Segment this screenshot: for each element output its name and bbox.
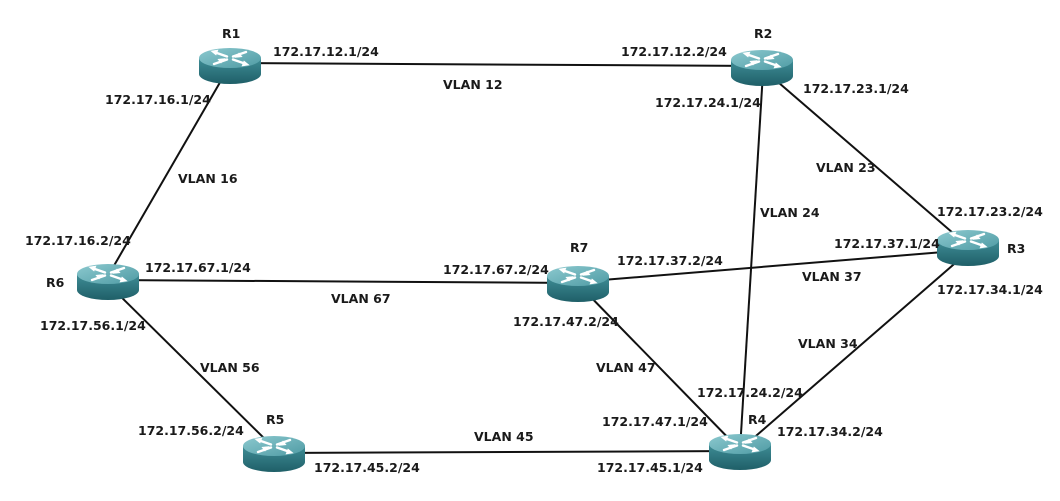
vlan-label-24: VLAN 24	[760, 205, 820, 220]
router-icon	[707, 432, 773, 472]
router-r3[interactable]	[935, 228, 1001, 268]
vlan-label-37: VLAN 37	[802, 269, 862, 284]
vlan-label-34: VLAN 34	[798, 336, 858, 351]
vlan-label-45: VLAN 45	[474, 429, 534, 444]
link-vlan34	[741, 251, 969, 449]
vlan-label-56: VLAN 56	[200, 360, 260, 375]
router-icon	[729, 48, 795, 88]
link-vlan23	[763, 69, 969, 247]
ip-label: 172.17.67.2/24	[443, 262, 549, 277]
vlan-label-47: VLAN 47	[596, 360, 656, 375]
link-vlan24	[739, 71, 764, 451]
ip-label: 172.17.16.1/24	[105, 92, 211, 107]
ip-label: 172.17.56.1/24	[40, 318, 146, 333]
ip-label: 172.17.12.2/24	[621, 44, 727, 59]
ip-label: 172.17.67.1/24	[145, 260, 251, 275]
vlan-label-67: VLAN 67	[331, 291, 391, 306]
ip-label: 172.17.37.2/24	[617, 253, 723, 268]
ip-label: 172.17.24.1/24	[655, 95, 761, 110]
ip-label: 172.17.45.1/24	[597, 460, 703, 475]
ip-label: 172.17.45.2/24	[314, 460, 420, 475]
ip-label: 172.17.37.1/24	[834, 236, 940, 251]
router-icon	[75, 262, 141, 302]
link-vlan16	[107, 71, 227, 277]
link-vlan12	[229, 62, 763, 67]
link-vlan45	[273, 450, 741, 454]
router-label-r7: R7	[570, 240, 588, 255]
router-icon	[197, 46, 263, 86]
ip-label: 172.17.16.2/24	[25, 233, 131, 248]
ip-label: 172.17.23.2/24	[937, 204, 1043, 219]
router-r4[interactable]	[707, 432, 773, 472]
router-r2[interactable]	[729, 48, 795, 88]
ip-label: 172.17.47.1/24	[602, 414, 708, 429]
router-r6[interactable]	[75, 262, 141, 302]
ip-label: 172.17.34.2/24	[777, 424, 883, 439]
ip-label: 172.17.34.1/24	[937, 282, 1043, 297]
router-r7[interactable]	[545, 264, 611, 304]
ip-label: 172.17.56.2/24	[138, 423, 244, 438]
ip-label: 172.17.47.2/24	[513, 314, 619, 329]
link-vlan47	[579, 285, 741, 451]
link-vlan67	[107, 279, 579, 284]
vlan-label-16: VLAN 16	[178, 171, 238, 186]
router-label-r6: R6	[46, 275, 65, 290]
router-label-r5: R5	[266, 412, 284, 427]
vlan-label-12: VLAN 12	[443, 77, 503, 92]
router-label-r3: R3	[1007, 241, 1025, 256]
ip-label: 172.17.23.1/24	[803, 81, 909, 96]
router-label-r2: R2	[754, 26, 772, 41]
router-r1[interactable]	[197, 46, 263, 86]
router-icon	[241, 434, 307, 474]
router-icon	[935, 228, 1001, 268]
ip-label: 172.17.24.2/24	[697, 385, 803, 400]
router-label-r1: R1	[222, 26, 240, 41]
link-vlan37	[577, 249, 969, 283]
router-label-r4: R4	[748, 412, 767, 427]
link-vlan56	[107, 283, 275, 449]
vlan-label-23: VLAN 23	[816, 160, 876, 175]
ip-label: 172.17.12.1/24	[273, 44, 379, 59]
router-r5[interactable]	[241, 434, 307, 474]
router-icon	[545, 264, 611, 304]
